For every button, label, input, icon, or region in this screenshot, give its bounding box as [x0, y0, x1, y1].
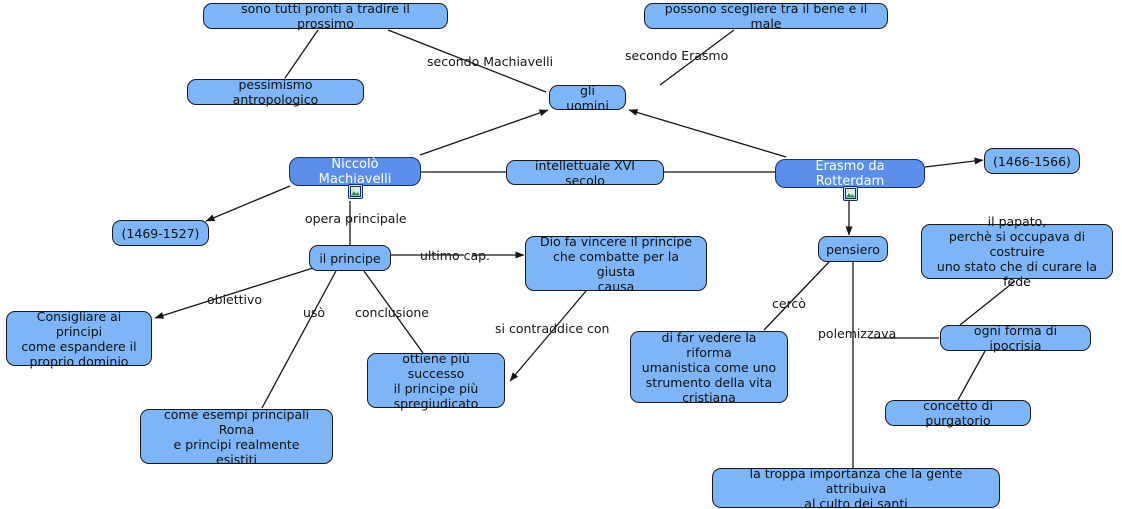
node-label: il principe	[319, 250, 381, 266]
node-il-principe[interactable]: il principe	[309, 245, 391, 271]
edge-label-uso: usò	[303, 305, 326, 320]
node-label: intellettuale XVI secolo	[535, 157, 635, 188]
edge-label-secondo-machiavelli: secondo Machiavelli	[427, 54, 554, 69]
node-label: (1466-1566)	[993, 153, 1071, 169]
edge-label-ultimo-cap: ultimo cap.	[420, 248, 491, 263]
node-niccolo-machiavelli[interactable]: Niccolò Machiavelli	[289, 156, 421, 187]
edge-line	[261, 270, 337, 409]
edge-line	[957, 350, 986, 401]
node-label: di far vedere la riforma umanistica come…	[641, 329, 777, 405]
node-label: Dio fa vincere il principe che combatte …	[540, 233, 692, 294]
node-come-esempi[interactable]: come esempi principali Roma e principi r…	[140, 406, 333, 467]
node-label: gli uomini	[566, 82, 609, 113]
edge-line	[205, 185, 291, 222]
node-label: Niccolò Machiavelli	[318, 156, 392, 187]
node-concetto-purgatorio[interactable]: concetto di purgatorio	[885, 398, 1031, 428]
node-label: Consigliare ai principi come espandere i…	[21, 308, 137, 369]
edge-label-conclusione: conclusione	[355, 305, 429, 320]
node-ogni-forma-ipocrisia[interactable]: ogni forma di ipocrisia	[940, 323, 1091, 353]
node-consigliare-ai-principi[interactable]: Consigliare ai principi come espandere i…	[6, 308, 152, 369]
node-intellettuale-xvi[interactable]: intellettuale XVI secolo	[506, 157, 664, 188]
node-label: ogni forma di ipocrisia	[973, 323, 1058, 353]
node-date-machiavelli[interactable]: (1469-1527)	[112, 220, 209, 246]
edge-label-si-contraddice-con: si contraddice con	[495, 321, 610, 336]
edge-line	[419, 109, 549, 156]
node-dio-fa-vincere[interactable]: Dio fa vincere il principe che combatte …	[525, 233, 707, 294]
node-erasmo-da-rotterdam[interactable]: Erasmo da Rotterdam	[775, 158, 925, 189]
edge-line	[509, 290, 587, 382]
node-label: il papato, perchè si occupava di costrui…	[936, 214, 1098, 289]
edge-label-secondo-erasmo: secondo Erasmo	[625, 48, 729, 63]
node-il-papato[interactable]: il papato, perchè si occupava di costrui…	[921, 214, 1113, 289]
edge-line	[924, 157, 984, 168]
image-icon[interactable]	[842, 186, 858, 201]
node-label: possono scegliere tra il bene e il male	[664, 1, 868, 31]
node-label: ottiene più successo il principe più spr…	[393, 350, 479, 411]
node-ottiene-piu-successo[interactable]: ottiene più successo il principe più spr…	[367, 350, 505, 411]
node-pensiero[interactable]: pensiero	[818, 236, 888, 262]
node-label: la troppa importanza che la gente attrib…	[749, 465, 963, 509]
edge-label-opera-principale: opera principale	[305, 211, 407, 226]
node-troppa-importanza[interactable]: la troppa importanza che la gente attrib…	[712, 465, 1000, 509]
node-label: pessimismo antropologico	[232, 77, 319, 107]
node-label: sono tutti pronti a tradire il prossimo	[241, 1, 410, 31]
edge-label-cerco: cercò	[772, 296, 806, 311]
edge-label-obiettivo: obiettivo	[207, 292, 263, 307]
node-di-far-vedere[interactable]: di far vedere la riforma umanistica come…	[630, 329, 788, 405]
node-label: concetto di purgatorio	[923, 398, 993, 428]
node-label: come esempi principali Roma e principi r…	[163, 406, 310, 467]
node-possono-scegliere[interactable]: possono scegliere tra il bene e il male	[644, 1, 888, 31]
node-label: (1469-1527)	[121, 225, 200, 241]
node-gli-uomini[interactable]: gli uomini	[549, 82, 626, 113]
node-date-erasmo[interactable]: (1466-1566)	[984, 148, 1080, 174]
edge-line	[628, 109, 787, 158]
edge-line	[284, 29, 319, 79]
image-icon[interactable]	[347, 184, 363, 199]
node-pessimismo-antropologico[interactable]: pessimismo antropologico	[187, 77, 364, 107]
node-label: pensiero	[826, 241, 880, 257]
edge-label-polemizzava: polemizzava	[818, 326, 897, 341]
node-label: Erasmo da Rotterdam	[815, 158, 885, 189]
node-sono-tutti-pronti[interactable]: sono tutti pronti a tradire il prossimo	[203, 1, 448, 31]
